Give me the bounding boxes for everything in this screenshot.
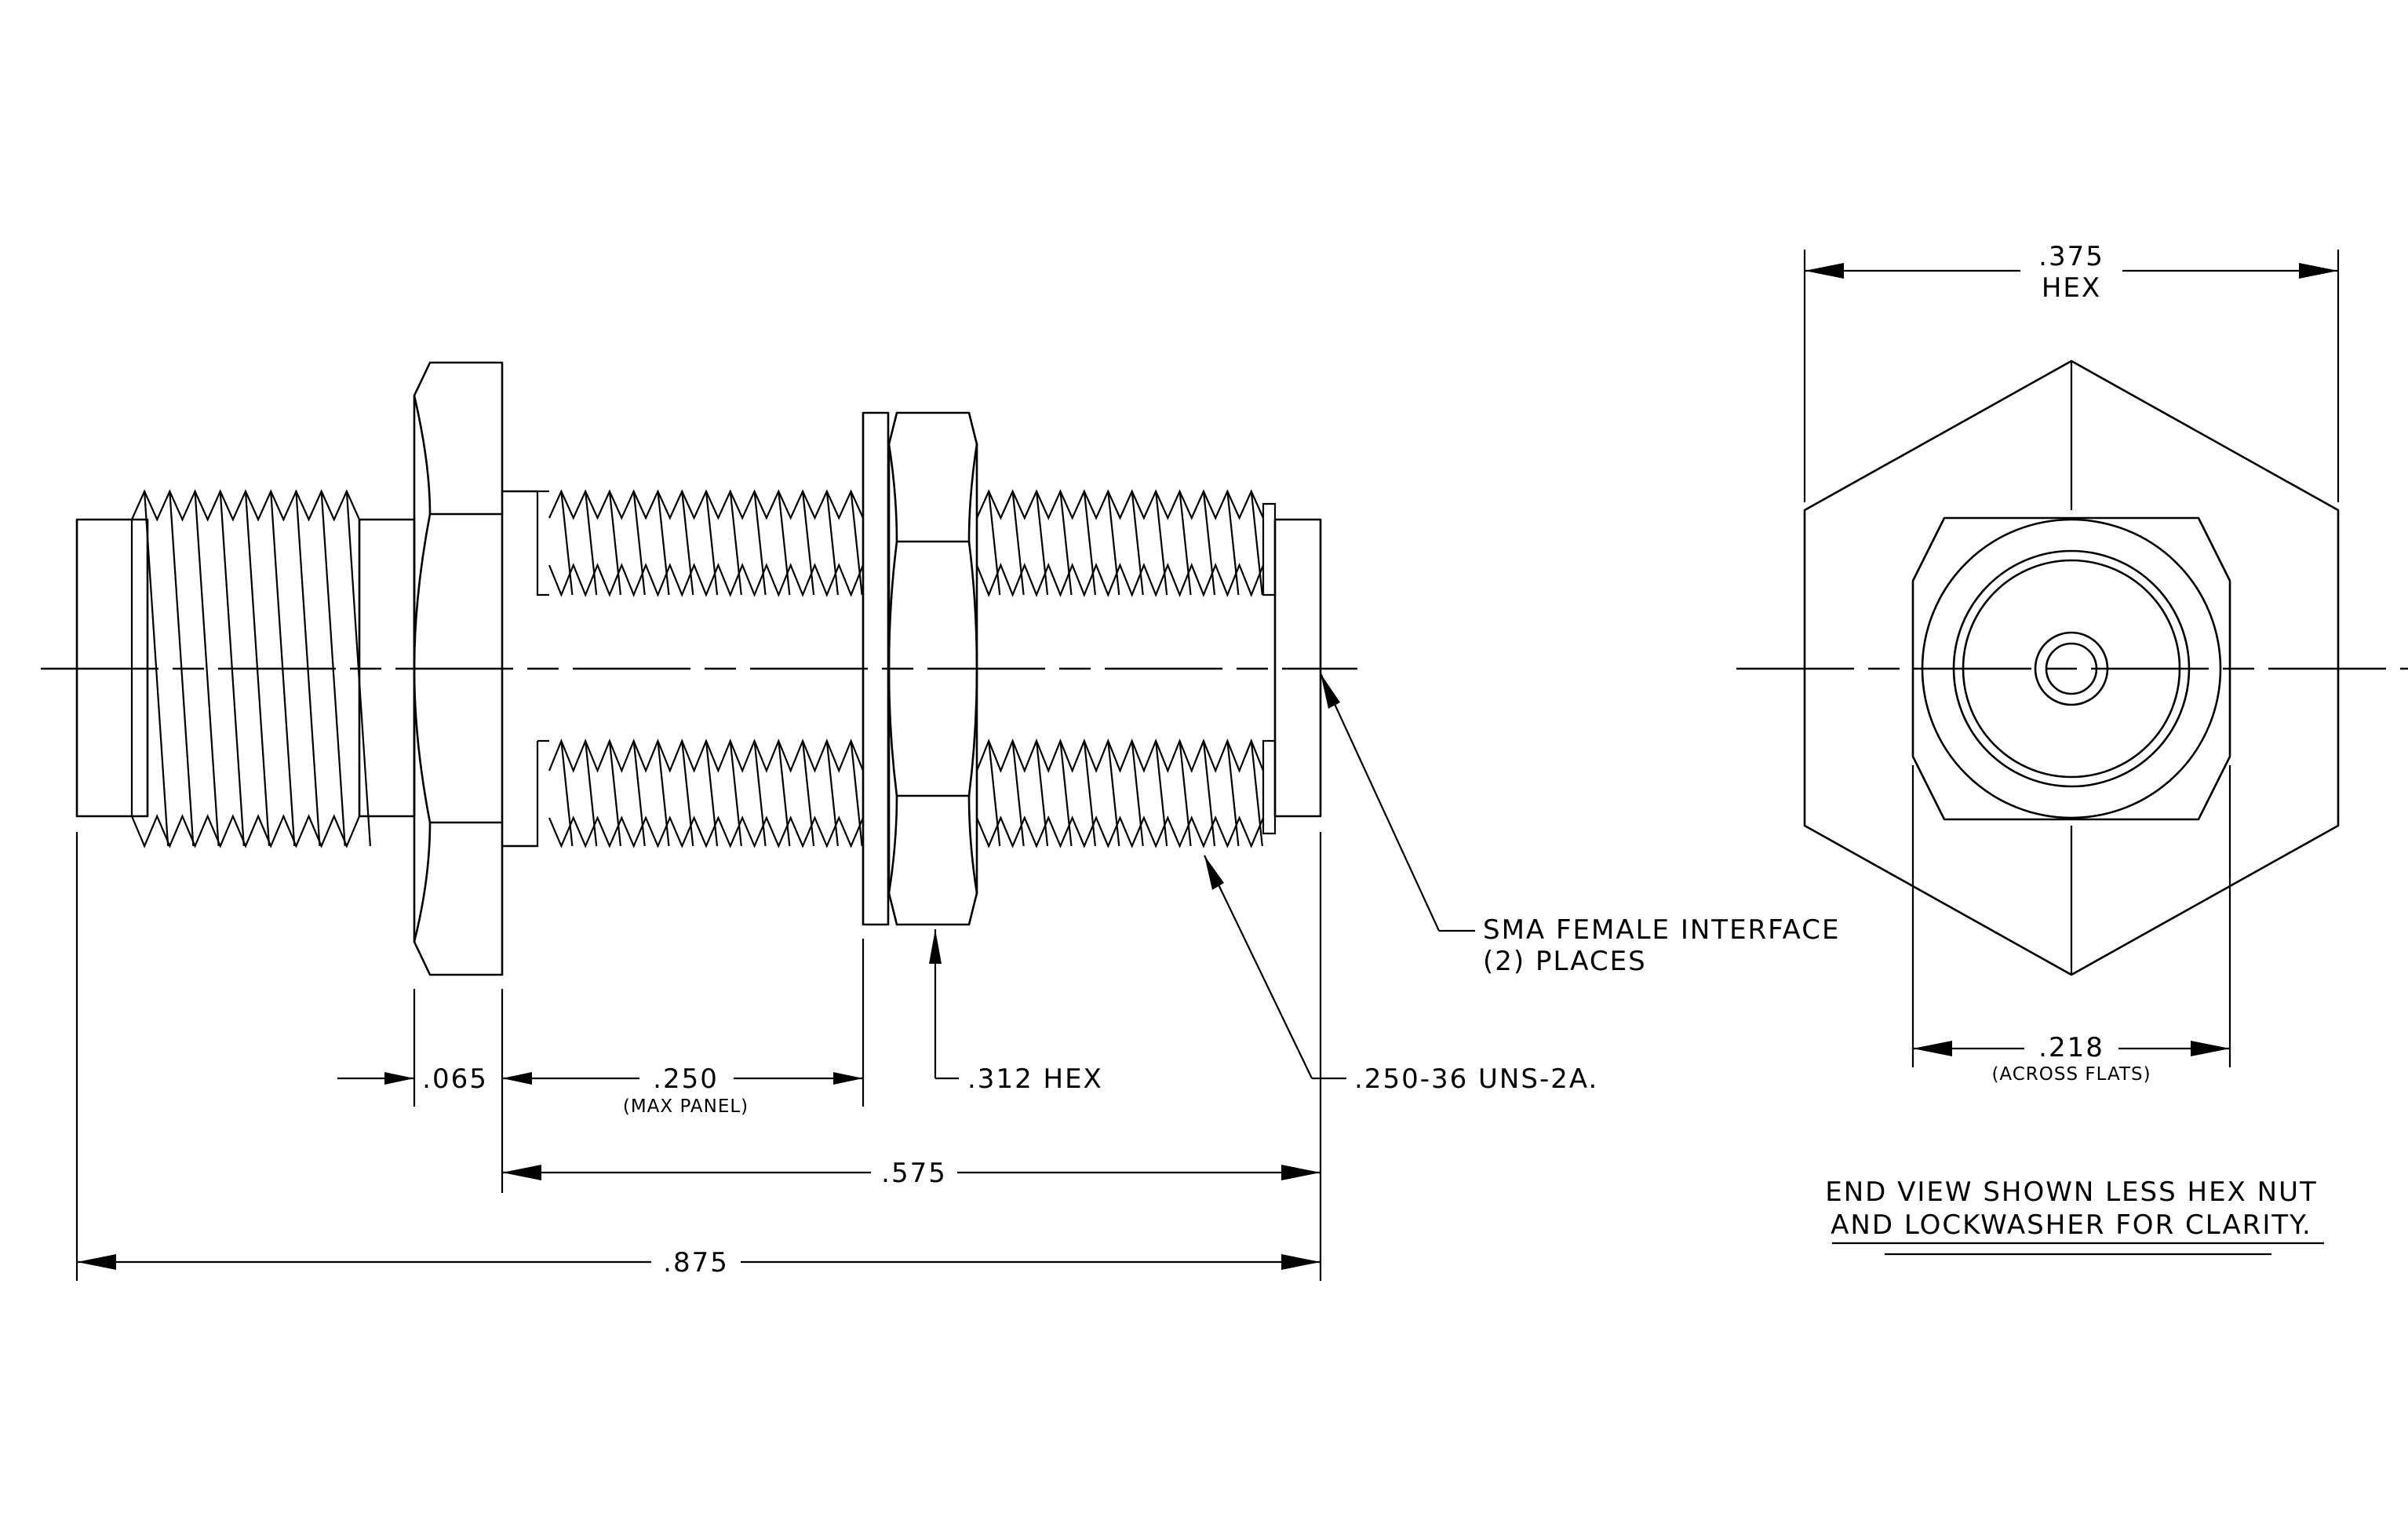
dim-panel: .250 xyxy=(653,1063,719,1095)
note-interface-2: (2) PLACES xyxy=(1483,946,1647,977)
dim-thread-spec: .250-36 UNS-2A. xyxy=(1354,1063,1598,1095)
note-end-view-2: AND LOCKWASHER FOR CLARITY. xyxy=(1831,1209,2312,1241)
end-flats xyxy=(1911,516,2231,821)
end-view: .375 HEX .218 (ACROSS FLATS) END VIEW SH… xyxy=(1736,241,2408,1256)
dim-flats-note: (ACROSS FLATS) xyxy=(1991,1064,2151,1085)
dim-flats: .218 xyxy=(2038,1032,2104,1063)
note-end-view-1: END VIEW SHOWN LESS HEX NUT xyxy=(1825,1176,2318,1208)
side-view xyxy=(41,361,1357,976)
hex-nut xyxy=(887,411,978,926)
dim-575: .575 xyxy=(881,1158,947,1189)
dim-hex-width: .375 xyxy=(2038,241,2104,272)
dim-overall: .875 xyxy=(663,1247,729,1278)
dim-hex-label: HEX xyxy=(2042,272,2101,304)
panel-threads xyxy=(536,489,865,848)
right-threads xyxy=(975,489,1277,848)
note-interface-1: SMA FEMALE INTERFACE xyxy=(1483,914,1841,946)
dim-flange: .065 xyxy=(422,1063,488,1095)
dim-nut-hex: .312 HEX xyxy=(967,1063,1103,1095)
side-dimensions: .065 .250 (MAX PANEL) .312 HEX .250-36 U… xyxy=(75,673,1841,1281)
dim-panel-note: (MAX PANEL) xyxy=(623,1096,749,1117)
